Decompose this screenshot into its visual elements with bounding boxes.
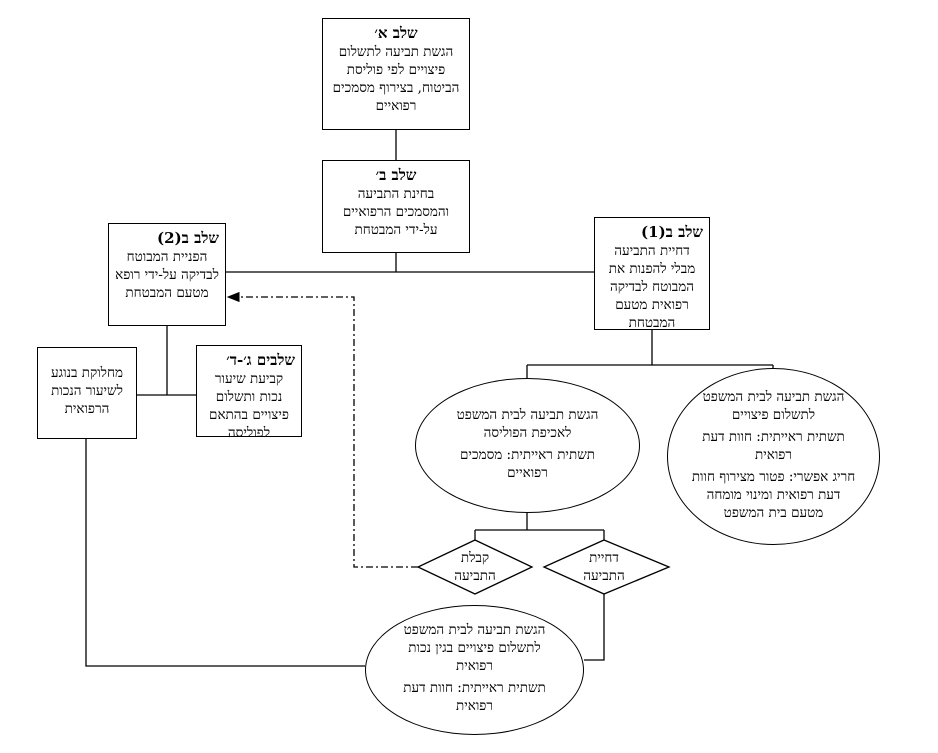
stage-b-title: שלב ב׳	[375, 166, 417, 184]
stage-b2-box: שלב ב(2) הפניית המבוטח לבדיקה על-ידי רופ…	[108, 223, 226, 326]
diamond-reject-label: דחיית התביעה	[583, 550, 625, 584]
stage-cd-box: שלבים ג׳-ד׳ קביעת שיעור נכות ותשלום פיצו…	[196, 345, 302, 441]
ellipse-enforcement: הגשת תביעה לבית המשפט לאכיפת הפוליסה תשת…	[415, 378, 640, 513]
stage-a-text: הגשת תביעה לתשלום פיצויים לפי פוליסת הבי…	[332, 44, 460, 114]
connector-accept-to-b2-arrow	[226, 291, 418, 568]
diamond-accept-label: קבלת התביעה	[454, 550, 496, 584]
stage-b1-title: שלב ב(1)	[641, 223, 703, 241]
stage-b-box: שלב ב׳ בחינת התביעה והמסמכים הרפואיים על…	[322, 160, 470, 253]
stage-b1-box: שלב ב(1) דחיית התביעה מבלי להפנות את המב…	[594, 217, 710, 331]
stage-cd-title: שלבים ג׳-ד׳	[226, 351, 295, 369]
connector-reject-to-ellipse	[584, 594, 605, 661]
ellipse-compensation-line2: תשתית ראייתית: חוות דעת רפואית	[702, 428, 845, 463]
ellipse-enforcement-line1: הגשת תביעה לבית המשפט לאכיפת הפוליסה	[456, 406, 599, 441]
ellipse-enforcement-line2: תשתית ראייתית: מסמכים רפואיים	[460, 446, 595, 481]
ellipse-disability: הגשת תביעה לבית המשפט לתשלום פיצויים בגי…	[365, 605, 584, 735]
ellipse-disability-line2: תשתית ראייתית: חוות דעת רפואית	[403, 680, 546, 714]
ellipse-disability-line1: הגשת תביעה לבית המשפט לתשלום פיצויים בגי…	[403, 622, 546, 674]
stage-cd-text: קביעת שיעור נכות ותשלום פיצויים בהתאם לפ…	[209, 371, 289, 441]
ellipse-compensation-line1: הגשת תביעה לבית המשפט לתשלום פיצויים	[702, 388, 845, 423]
stage-a-box: שלב א׳ הגשת תביעה לתשלום פיצויים לפי פול…	[322, 18, 470, 130]
stage-a-title: שלב א׳	[374, 24, 418, 42]
dispute-text: מחלוקת בנוגע לשיעור הנכות הרפואית	[51, 365, 123, 417]
stage-b2-text: הפניית המבוטח לבדיקה על-ידי רופא מטעם המ…	[115, 249, 219, 301]
diamond-accept-shape	[416, 539, 534, 595]
stage-b2-title: שלב ב(2)	[157, 229, 219, 247]
ellipse-compensation-line3: חריג אפשרי: פטור מצירוף חוות דעת רפואית …	[691, 468, 856, 521]
dispute-box: מחלוקת בנוגע לשיעור הנכות הרפואית	[37, 347, 137, 439]
stage-b-text: בחינת התביעה והמסמכים הרפואיים על-ידי המ…	[342, 186, 450, 238]
ellipse-compensation: הגשת תביעה לבית המשפט לתשלום פיצויים תשת…	[667, 368, 880, 545]
connector-dispute-to-ellipse	[85, 439, 365, 667]
stage-b1-text: דחיית התביעה מבלי להפנות את המבוטח לבדיק…	[608, 243, 696, 331]
